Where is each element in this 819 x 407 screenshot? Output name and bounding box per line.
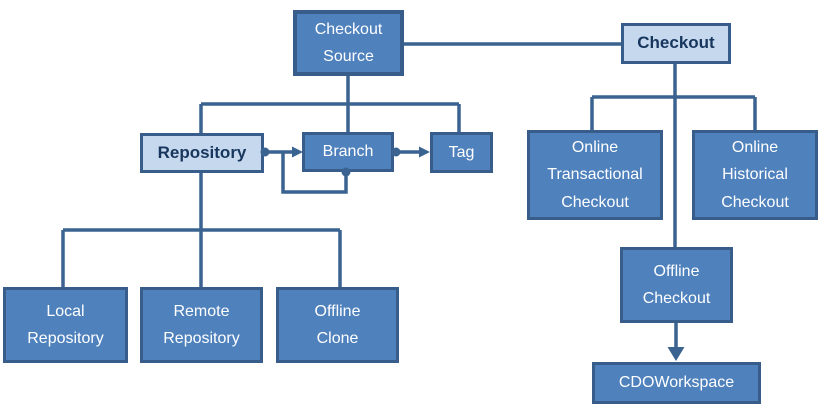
node-local-repository: Local Repository	[3, 287, 128, 363]
node-checkout-source: Checkout Source	[293, 10, 404, 76]
node-offline-checkout: Offline Checkout	[620, 247, 733, 323]
node-remote-repository: Remote Repository	[140, 287, 263, 363]
node-repository: Repository	[140, 133, 264, 173]
edge-checkout-source-subtree	[199, 76, 461, 134]
arrowhead-into-tag	[419, 146, 430, 158]
node-offline-clone: Offline Clone	[276, 287, 399, 363]
arrowhead-into-cdoworkspace	[667, 347, 685, 361]
node-branch: Branch	[302, 132, 394, 172]
node-online-historical-checkout: Online Historical Checkout	[692, 130, 818, 220]
node-online-transactional-checkout: Online Transactional Checkout	[527, 130, 663, 220]
node-cdoworkspace: CDOWorkspace	[592, 362, 761, 404]
node-tag: Tag	[430, 132, 493, 173]
node-checkout: Checkout	[621, 23, 731, 64]
edge-repository-subtree	[61, 172, 342, 288]
